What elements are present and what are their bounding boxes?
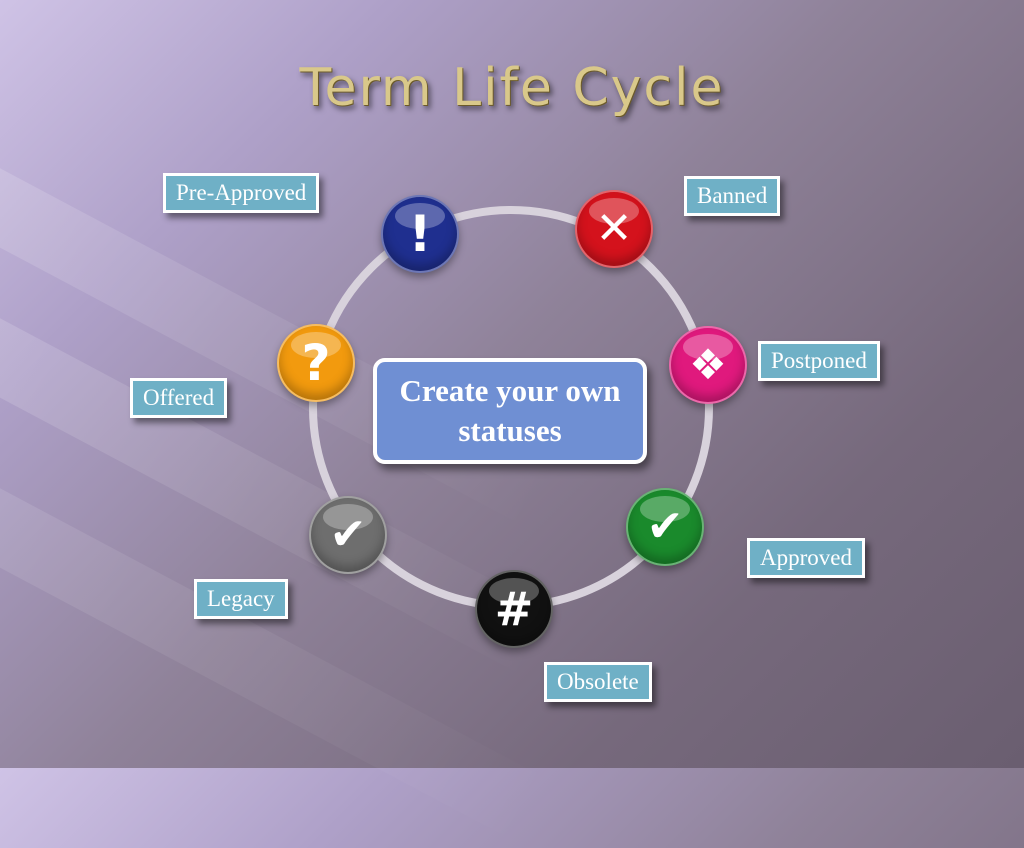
checkmark-icon[interactable]: ✔ [309, 496, 387, 574]
hash-icon[interactable]: # [475, 570, 553, 648]
exclamation-icon[interactable]: ! [381, 195, 459, 273]
create-statuses-box[interactable]: Create your own statuses [373, 358, 647, 464]
status-label-legacy: Legacy [194, 579, 288, 619]
diamond-pattern-icon[interactable]: ❖ [669, 326, 747, 404]
status-label-postponed: Postponed [758, 341, 880, 381]
status-label-approved: Approved [747, 538, 865, 578]
x-icon[interactable]: ✕ [575, 190, 653, 268]
status-label-offered: Offered [130, 378, 228, 418]
question-icon[interactable]: ? [277, 324, 355, 402]
status-label-banned: Banned [684, 176, 781, 216]
checkmark-icon[interactable]: ✔ [626, 488, 704, 566]
status-label-obsolete: Obsolete [544, 662, 652, 702]
slide-title: Term Life Cycle [299, 58, 725, 118]
status-label-pre-approved: Pre-Approved [163, 173, 320, 213]
center-text: Create your own statuses [399, 372, 621, 448]
